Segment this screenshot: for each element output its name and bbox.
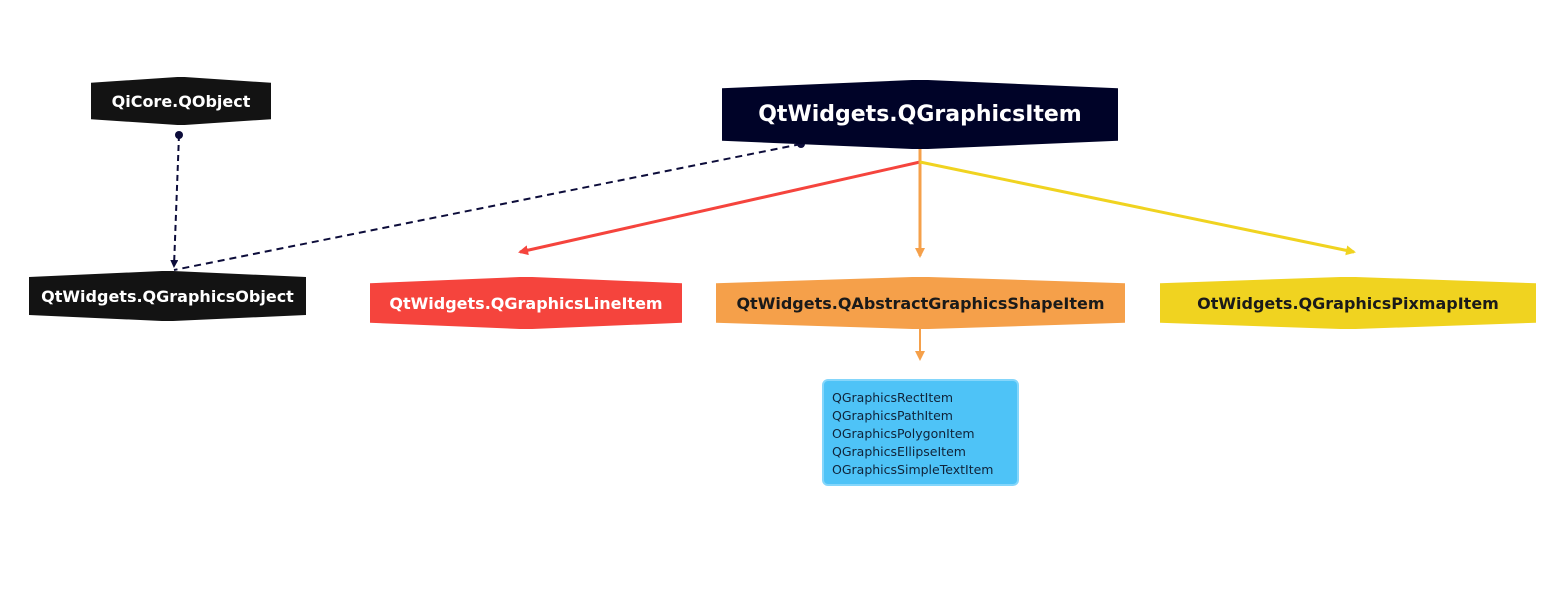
link-qgraphicsitem-to-qgraphicsobject bbox=[173, 143, 802, 271]
node-pixmapitem[interactable]: OtWidgets.QGraphicsPixmapItem bbox=[1160, 277, 1536, 329]
link-qobject-to-qgraphicsobject bbox=[170, 134, 180, 268]
subitem-ellipse: QGraphicsEllipseItem bbox=[832, 444, 966, 459]
node-lineitem[interactable]: QtWidgets.QGraphicsLineItem bbox=[370, 277, 682, 329]
node-pixmapitem-label: OtWidgets.QGraphicsPixmapItem bbox=[1197, 293, 1499, 313]
subitem-simpletext: OGraphicsSimpleTextItem bbox=[832, 462, 994, 477]
link-qgraphicsitem-to-pixmapitem bbox=[919, 160, 1356, 256]
link-qgraphicsitem-to-lineitem bbox=[518, 160, 921, 256]
subitem-rect: QGraphicsRectItem bbox=[832, 390, 954, 405]
subitem-path: QGraphicsPathItem bbox=[832, 408, 953, 423]
node-subitems-list[interactable]: QGraphicsRectItem QGraphicsPathItem OGra… bbox=[822, 379, 1019, 486]
node-lineitem-label: QtWidgets.QGraphicsLineItem bbox=[389, 293, 663, 313]
node-qobject[interactable]: QiCore.QObject bbox=[91, 77, 271, 125]
node-qobject-label: QiCore.QObject bbox=[111, 91, 251, 111]
node-shapeitem-label: QtWidgets.QAbstractGraphicsShapeItem bbox=[736, 293, 1105, 313]
node-qgraphicsobject-label: QtWidgets.QGraphicsObject bbox=[41, 286, 294, 306]
node-shapeitem[interactable]: QtWidgets.QAbstractGraphicsShapeItem bbox=[716, 277, 1125, 329]
node-qgraphicsitem[interactable]: QtWidgets.QGraphicsItem bbox=[722, 80, 1118, 149]
node-qgraphicsitem-label: QtWidgets.QGraphicsItem bbox=[758, 102, 1082, 127]
node-qgraphicsobject[interactable]: QtWidgets.QGraphicsObject bbox=[29, 271, 306, 321]
link-start-dot bbox=[175, 131, 183, 139]
subitem-polygon: OGraphicsPolygonItem bbox=[832, 426, 975, 441]
